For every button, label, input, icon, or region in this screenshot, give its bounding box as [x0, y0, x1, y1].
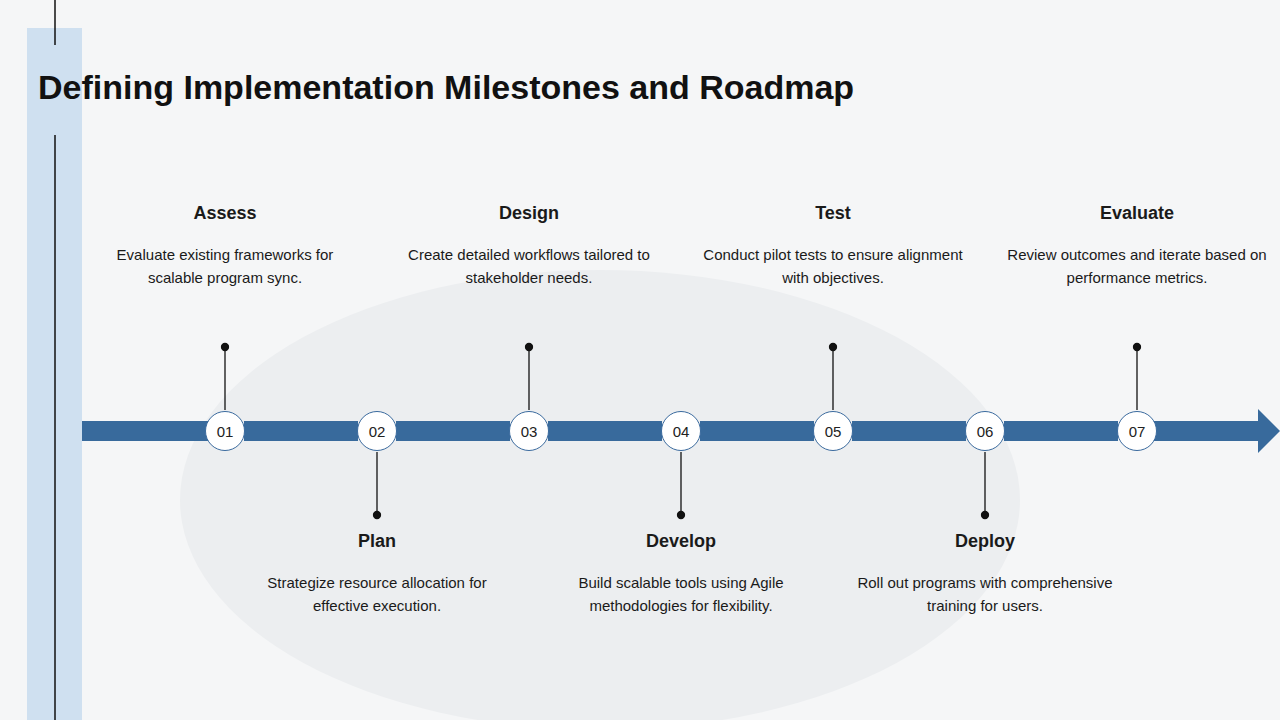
- timeline-segment: [244, 421, 358, 441]
- step-circle: 02: [357, 411, 397, 451]
- step-heading: Plan: [247, 531, 507, 552]
- timeline-segment: [700, 421, 814, 441]
- step-circle: 04: [661, 411, 701, 451]
- step-number: 04: [673, 423, 690, 440]
- step-heading: Develop: [551, 531, 811, 552]
- step-number: 06: [977, 423, 994, 440]
- step-number: 07: [1129, 423, 1146, 440]
- step-description: Create detailed workflows tailored to st…: [399, 243, 659, 289]
- step-description: Roll out programs with comprehensive tra…: [855, 571, 1115, 617]
- step-description: Review outcomes and iterate based on per…: [1007, 243, 1267, 289]
- step-number: 03: [521, 423, 538, 440]
- step-description: Strategize resource allocation for effec…: [247, 571, 507, 617]
- timeline-arrowhead: [1258, 409, 1280, 453]
- timeline-segment: [1004, 421, 1118, 441]
- step-number: 01: [217, 423, 234, 440]
- step-circle: 03: [509, 411, 549, 451]
- step-circle: 05: [813, 411, 853, 451]
- step-heading: Assess: [95, 203, 355, 224]
- step-description: Build scalable tools using Agile methodo…: [551, 571, 811, 617]
- timeline-segment: [548, 421, 662, 441]
- faded-photo: [180, 270, 1020, 720]
- step-circle: 01: [205, 411, 245, 451]
- step-description: Conduct pilot tests to ensure alignment …: [703, 243, 963, 289]
- leader-lines: [222, 344, 1141, 519]
- step-heading: Test: [703, 203, 963, 224]
- timeline-bar-start: [82, 421, 225, 441]
- step-circle: 06: [965, 411, 1005, 451]
- side-rule: [54, 0, 56, 45]
- timeline-segment: [396, 421, 510, 441]
- step-number: 02: [369, 423, 386, 440]
- step-heading: Deploy: [855, 531, 1115, 552]
- step-description: Evaluate existing frameworks for scalabl…: [95, 243, 355, 289]
- slide-title: Defining Implementation Milestones and R…: [38, 68, 854, 107]
- step-circle: 07: [1117, 411, 1157, 451]
- step-number: 05: [825, 423, 842, 440]
- side-rule: [54, 135, 56, 720]
- side-band: [27, 28, 82, 720]
- step-heading: Evaluate: [1007, 203, 1267, 224]
- timeline-segment: [852, 421, 966, 441]
- step-heading: Design: [399, 203, 659, 224]
